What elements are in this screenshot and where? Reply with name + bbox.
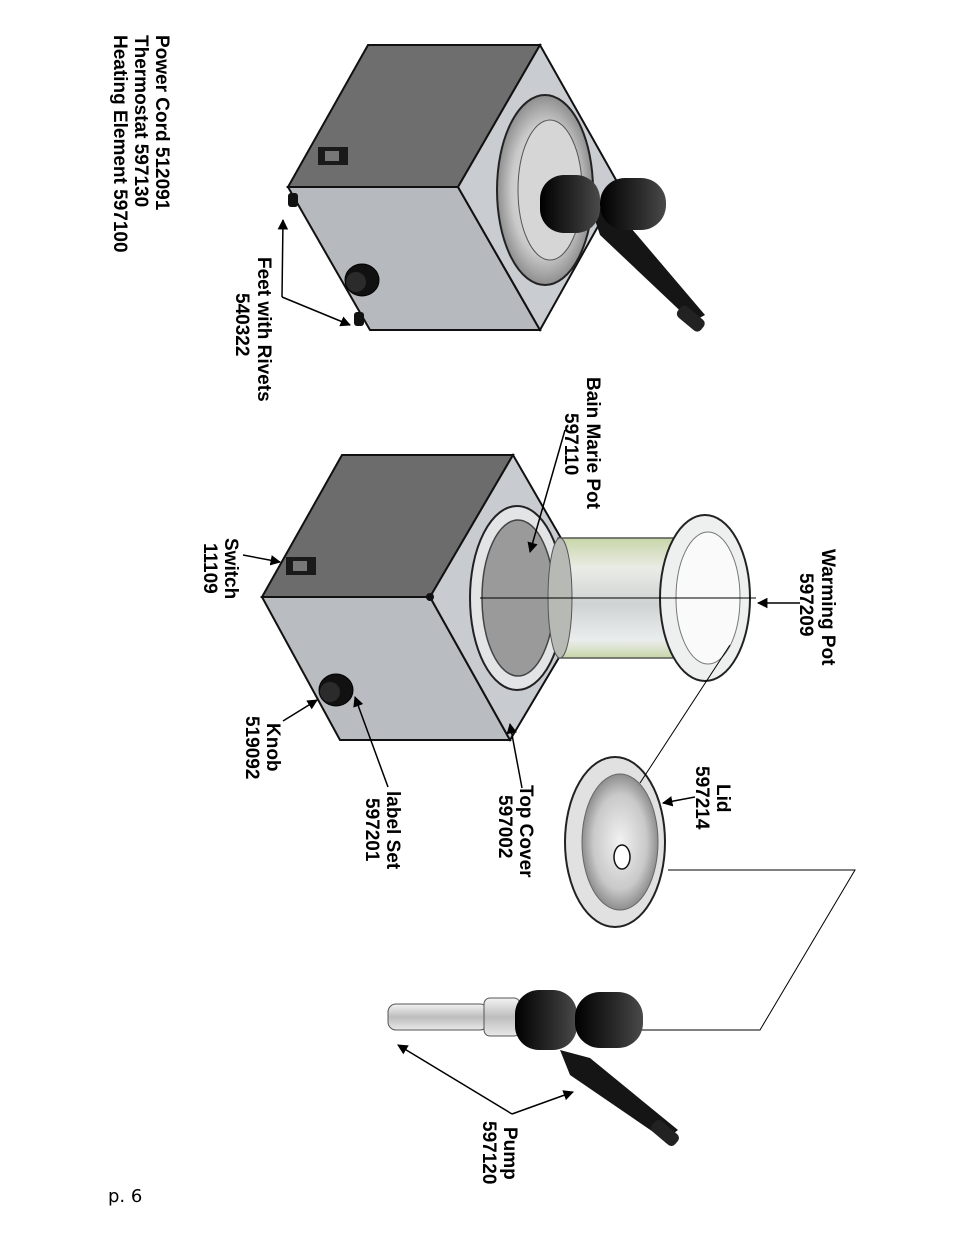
callout-switch: Switch 11109 [199,538,241,599]
parts-list-item: Power Cord 512091 [151,35,172,211]
callout-number: 597201 [361,798,382,862]
callout-top-cover: Top Cover 597002 [494,785,536,878]
assembled-knob [344,263,380,297]
lid [564,756,666,928]
pump [387,990,679,1146]
callout-name: Feet with Rivets [253,257,274,402]
callout-bain-marie: Bain Marie Pot 597110 [560,377,603,510]
callout-warming-pot: Warming Pot 597209 [795,549,838,666]
callout-number: 540322 [231,293,252,356]
parts-list: Power Cord 512091 Thermostat 597130 Heat… [109,35,172,253]
callout-name: Knob [262,723,283,772]
callout-name: Warming Pot [817,549,838,666]
callout-pump: Pump 597120 [478,1121,520,1184]
exploded-switch [286,557,316,575]
callout-knob: Knob 519092 [241,716,283,779]
callout-number: 597120 [478,1121,499,1184]
parts-list-item: Thermostat 597130 [130,35,151,207]
callout-name: label Set [382,791,403,870]
callout-number: 597002 [494,795,515,858]
foot-icon [354,312,364,326]
callout-number: 519092 [241,716,262,779]
assembled-switch [318,147,348,165]
foot-icon [288,193,298,207]
callout-name: Switch [220,538,241,599]
callout-number: 597110 [560,413,581,475]
callout-feet: Feet with Rivets 540322 [231,257,274,402]
callout-label-set: label Set 597201 [361,791,403,870]
callout-arrows [242,218,800,1115]
page-number: p. 6 [108,1186,143,1207]
callout-name: Bain Marie Pot [582,377,603,510]
parts-list-item: Heating Element 597100 [109,35,130,253]
callout-name: Top Cover [515,785,536,878]
assembled-warmer [286,42,705,333]
callout-name: Pump [499,1127,520,1180]
callout-number: 597209 [795,573,816,636]
callout-lid: Lid 597214 [691,766,733,830]
exploded-knob [318,673,354,707]
assembled-pump [540,175,705,332]
callout-number: 597214 [691,766,712,830]
callout-name: Lid [712,784,733,813]
callout-number: 11109 [199,543,220,594]
